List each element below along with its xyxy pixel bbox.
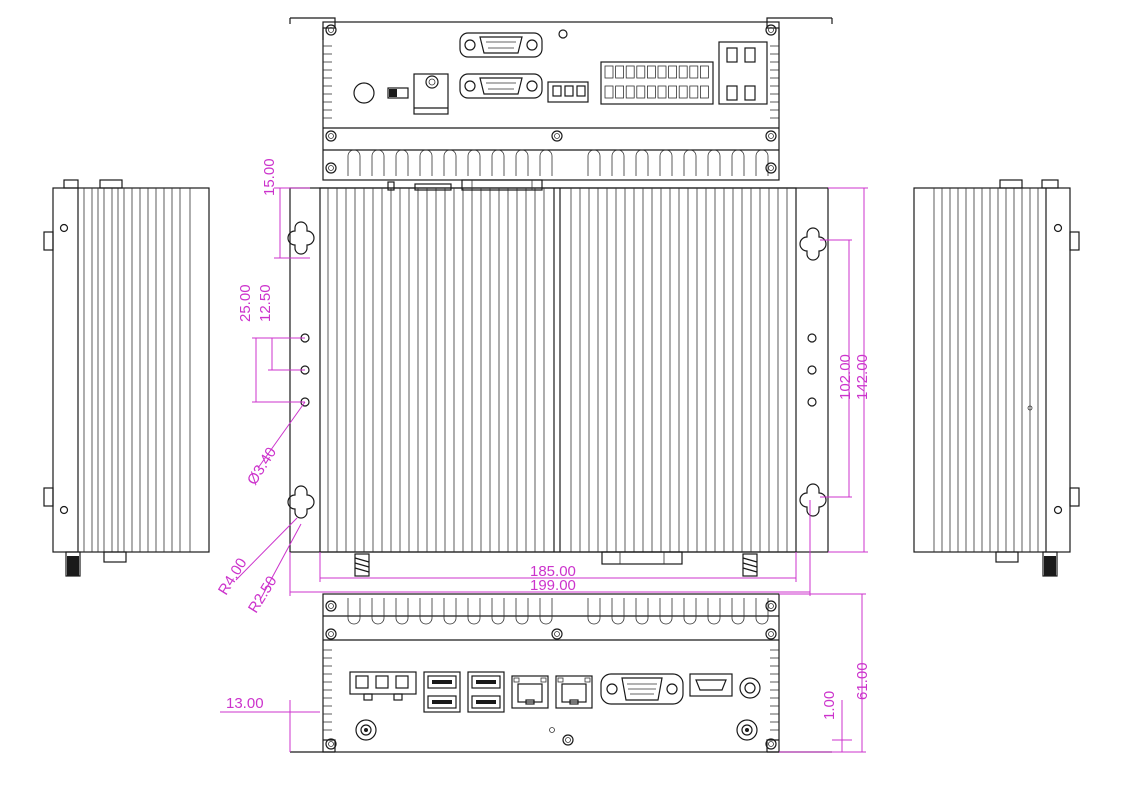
- vga-port: [600, 673, 684, 705]
- dim-r2-5: R2.50: [245, 573, 281, 616]
- top-side-fins: [323, 45, 779, 119]
- main-antenna-left: [354, 553, 370, 577]
- mounting-holes: [300, 333, 817, 407]
- dc-terminal-block: [718, 41, 768, 105]
- dim-13: 13.00: [226, 695, 264, 712]
- gpio-terminal-block: [600, 61, 714, 105]
- dim-142: 142.00: [854, 354, 871, 400]
- keyhole-top-left: [287, 221, 315, 255]
- usb-stack-2: [467, 671, 505, 713]
- dim-185: 185.00: [530, 563, 576, 580]
- dim-1: 1.00: [821, 691, 838, 720]
- main-top-view: [287, 179, 829, 577]
- top-left-flange: [290, 17, 336, 40]
- dim-r4: R4.00: [215, 555, 251, 598]
- top-heatsink-slots: [347, 149, 769, 176]
- dim-102: 102.00: [837, 354, 854, 400]
- bottom-antenna-left: [355, 719, 377, 741]
- audio-jack: [739, 677, 761, 699]
- bottom-io-view: [290, 593, 832, 753]
- bottom-heatsink-slots: [347, 598, 769, 625]
- lan-port-1: [511, 675, 549, 709]
- power-button: [353, 82, 375, 104]
- keyhole-bottom-left: [287, 485, 315, 519]
- three-pin-connector: [547, 81, 589, 103]
- dim-15: 15.00: [261, 158, 278, 196]
- top-corner-screws: [325, 24, 777, 174]
- top-panel-body: [322, 21, 780, 181]
- serial-port-2: [459, 73, 543, 99]
- dim-61: 61.00: [854, 662, 871, 700]
- dc-in-connector: [349, 671, 417, 701]
- lan-port-2: [555, 675, 593, 709]
- usb-stack-1: [423, 671, 461, 713]
- right-side-view: [913, 179, 1080, 577]
- top-right-flange: [766, 17, 832, 40]
- hdmi-port: [689, 673, 733, 697]
- main-antenna-right: [742, 553, 758, 577]
- bottom-antenna-right: [736, 719, 758, 741]
- dim-199: 199.00: [530, 577, 576, 594]
- left-side-view: [43, 179, 210, 577]
- serial-port-1: [459, 32, 543, 58]
- heatsink-body: [319, 187, 797, 553]
- keyhole-top-right: [799, 227, 827, 261]
- top-io-view: [289, 17, 833, 181]
- toggle-switch: [387, 87, 409, 99]
- dim-25: 25.00: [237, 284, 254, 322]
- bottom-corner-screws: [325, 600, 777, 750]
- bottom-panel-body: [322, 593, 780, 753]
- dim-12-5: 12.50: [257, 284, 274, 322]
- dim-phi-3-4: Ø3.40: [244, 444, 280, 488]
- mounting-plate: [289, 187, 829, 553]
- heatsink-fins: [327, 188, 788, 552]
- antenna-block: [413, 73, 449, 115]
- keyhole-bottom-right: [799, 483, 827, 517]
- dimension-lines: [220, 187, 868, 753]
